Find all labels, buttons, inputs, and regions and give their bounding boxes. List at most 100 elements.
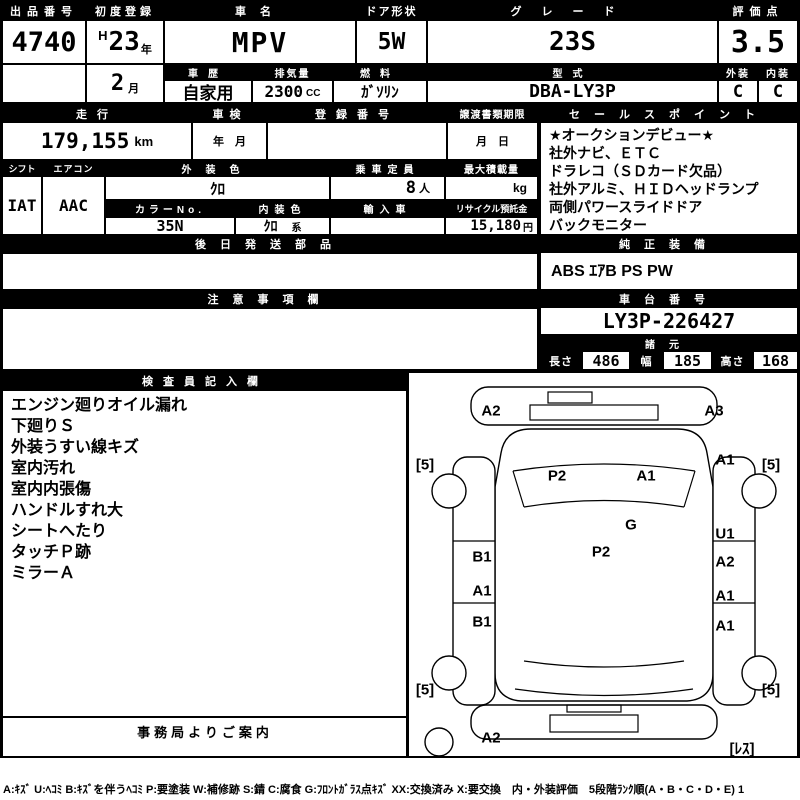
- sales-point-line: ★オークションデビュー★: [549, 127, 715, 143]
- damage-label: P2: [547, 467, 567, 485]
- mileage-header: 走行: [2, 105, 192, 122]
- door-shape-header: ドア形状: [356, 2, 427, 20]
- exhibit-no-value: 4740: [2, 20, 86, 64]
- damage-label: P2: [591, 543, 611, 561]
- aircon-value: AAC: [42, 176, 105, 235]
- month-suffix: 月: [128, 83, 140, 95]
- damage-label: G: [625, 516, 637, 534]
- rear-right-wheel-icon: [741, 655, 777, 691]
- max-load-cell: kg: [445, 176, 538, 200]
- damage-label: [ﾚｽ]: [729, 740, 755, 757]
- car-name-value: MPV: [164, 20, 356, 64]
- damage-label: [5]: [415, 456, 435, 474]
- caution-field: [2, 308, 538, 370]
- chassis-no-header: 車台番号: [540, 290, 798, 307]
- left-side-panel: [452, 456, 496, 706]
- color-no-value: 35N: [105, 217, 235, 235]
- year-suffix: 年: [140, 44, 152, 56]
- inspector-note-line: ハンドルすれ大: [11, 502, 124, 519]
- import-car-field: [330, 217, 445, 235]
- rear-left-wheel-icon: [431, 655, 467, 691]
- dimensions-header: 諸元: [540, 335, 798, 351]
- damage-label: A1: [472, 582, 492, 600]
- fuel-value: ｶﾞｿﾘﾝ: [333, 80, 427, 103]
- section-divider: [0, 103, 800, 105]
- interior-grade-value: C: [758, 80, 798, 103]
- damage-label: U1: [715, 525, 735, 543]
- first-reg-year: 23: [108, 27, 140, 57]
- exterior-color-value: ｸﾛ: [105, 176, 330, 200]
- damage-label: A2: [715, 553, 735, 571]
- exhibit-no-header: 出品番号: [2, 2, 86, 20]
- inspector-notes-header: 検査員記入欄: [2, 372, 408, 390]
- width-value: 185: [663, 351, 712, 370]
- damage-label: A1: [715, 617, 735, 635]
- mileage-value: 179,155: [40, 129, 130, 153]
- history-value: 自家用: [164, 80, 252, 103]
- interior-color-cell: ｸﾛ系: [235, 217, 330, 235]
- sales-point-line: 社外ナビ、ＥＴＣ: [549, 145, 661, 161]
- capacity-unit: 人: [419, 183, 430, 195]
- history-header: 車歴: [164, 64, 252, 80]
- damage-label: A1: [715, 451, 735, 469]
- tailgate-line: [514, 688, 694, 697]
- front-left-wheel-icon: [431, 473, 467, 509]
- damage-label: A2: [481, 729, 501, 747]
- car-body-top-view: [494, 428, 714, 702]
- caution-header: 注意事項欄: [2, 290, 538, 308]
- length-label: 長さ: [540, 351, 582, 370]
- front-plate: [547, 391, 593, 404]
- diagram-divider: [406, 372, 408, 757]
- inspector-note-line: 外装うすい線キズ: [11, 439, 140, 456]
- sales-points-header: セールスポイント: [540, 105, 798, 122]
- office-info-header: 事務局よりご案内: [2, 717, 408, 757]
- front-right-wheel-icon: [741, 473, 777, 509]
- length-value: 486: [582, 351, 630, 370]
- car-diagram-svg: [424, 386, 777, 756]
- recycle-deposit-value: 15,180: [470, 218, 521, 234]
- windshield-bottom-line: [523, 499, 685, 508]
- max-load-header: 最大積載量: [445, 160, 538, 176]
- recycle-deposit-unit: 円: [523, 222, 533, 234]
- front-grille: [529, 404, 659, 421]
- interior-color-suffix: 系: [291, 222, 302, 234]
- damage-label: B1: [472, 613, 492, 631]
- door-seams: [453, 540, 755, 604]
- sales-point-line: ドラレコ（ＳＤカード欠品）: [549, 163, 731, 179]
- capacity-value: 8: [405, 178, 416, 198]
- inspector-note-line: タッチＰ跡: [11, 544, 92, 561]
- registration-number-header: 登録番号: [267, 105, 447, 122]
- mileage-unit: km: [134, 133, 154, 149]
- column-divider: [538, 105, 540, 372]
- genuine-equipment-value: ABS ｴｱB PS PW: [540, 252, 798, 290]
- exterior-color-header: 外装色: [105, 160, 330, 176]
- first-reg-header: 初度登録: [86, 2, 164, 20]
- right-side-panel: [712, 456, 756, 706]
- exterior-grade-header: 外装: [718, 64, 758, 80]
- exhibit-empty-cell: [2, 64, 86, 103]
- capacity-header: 乗車定員: [330, 160, 445, 176]
- sales-point-line: 社外アルミ、ＨＩＤヘッドランプ: [549, 181, 759, 197]
- interior-grade-header: 内装: [758, 64, 798, 80]
- damage-label: A1: [715, 587, 735, 605]
- sales-point-line: バックモニター: [549, 217, 647, 233]
- era-mark: H: [98, 28, 108, 43]
- later-parts-field: [2, 253, 538, 290]
- displacement-value: 2300: [264, 82, 304, 101]
- height-value: 168: [753, 351, 798, 370]
- chassis-no-value: LY3P-226427: [540, 307, 798, 335]
- inspector-note-line: エンジン廻りオイル漏れ: [11, 397, 188, 414]
- aircon-header: エアコン: [42, 160, 105, 176]
- score-value: 3.5: [718, 20, 798, 64]
- model-code-value: DBA-LY3P: [427, 80, 718, 103]
- interior-color-header: 内装色: [235, 200, 330, 217]
- exterior-grade-value: C: [718, 80, 758, 103]
